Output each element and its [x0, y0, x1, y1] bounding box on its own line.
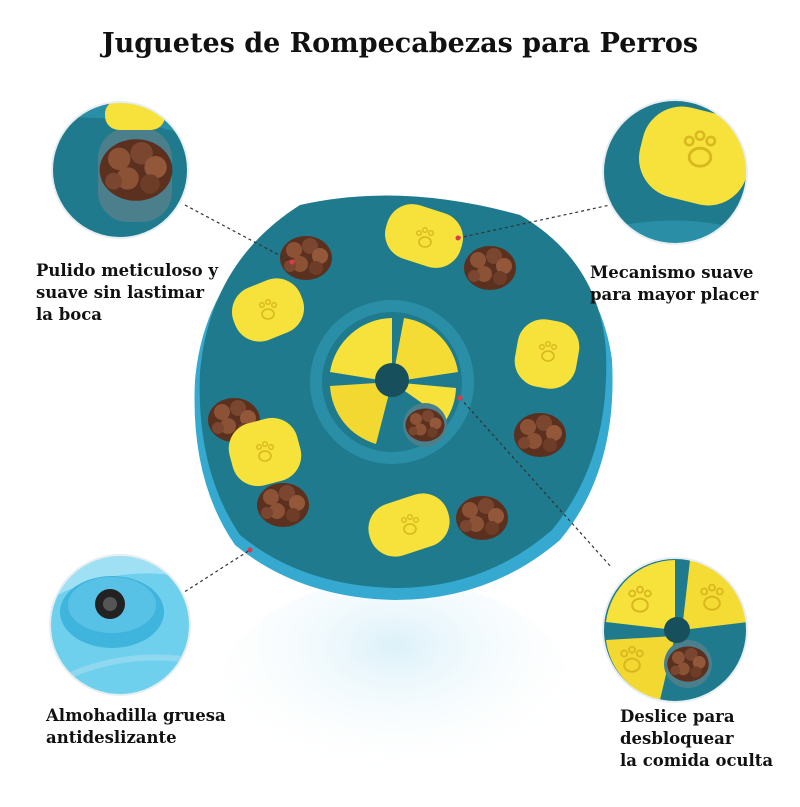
detail-circle-mechanism [602, 99, 748, 245]
leader-dot [289, 259, 295, 265]
puzzle-toy [194, 195, 613, 601]
slider-lid [514, 319, 580, 389]
callout-line: Pulido meticuloso y [36, 261, 219, 280]
slider-lid [368, 493, 450, 557]
callout-line: la comida oculta [620, 751, 774, 770]
slider-lid [228, 417, 302, 487]
center-slider-piece [392, 318, 458, 382]
callout-line: Mecanismo suave [590, 263, 754, 282]
detail-circle-pad [49, 554, 191, 696]
detail-circle-polish [51, 101, 189, 239]
food-compartment [456, 496, 508, 540]
callout-polish: Pulido meticuloso y suave sin lastimar l… [36, 260, 218, 326]
callout-line: Almohadilla gruesa [46, 706, 226, 725]
callout-slide: Deslice para desbloquear la comida ocult… [620, 706, 773, 772]
callout-line: Deslice para [620, 707, 735, 726]
leader-dot [457, 395, 463, 401]
callout-pad: Almohadilla gruesa antideslizante [46, 705, 226, 749]
callout-mechanism: Mecanismo suave para mayor placer [590, 262, 758, 306]
callout-line: para mayor placer [590, 285, 759, 304]
food-compartment [514, 413, 566, 457]
slider-lid [385, 204, 463, 268]
food-compartment [280, 236, 332, 280]
center-slider-piece [330, 318, 392, 382]
callout-leaders [174, 204, 613, 599]
callout-line: suave sin lastimar [36, 283, 205, 302]
center-slider-piece [330, 382, 392, 444]
leader-dot [455, 235, 461, 241]
food-compartment [464, 246, 516, 290]
food-compartment [257, 483, 309, 527]
leader-dot [247, 547, 253, 553]
slider-lid [231, 278, 305, 342]
detail-circle-slide [602, 557, 748, 703]
callout-line: antideslizante [46, 728, 177, 747]
callout-line: la boca [36, 305, 102, 324]
center-knob [375, 363, 409, 397]
page-title: Juguetes de Rompecabezas para Perros [101, 28, 699, 59]
callout-line: desbloquear [620, 729, 734, 748]
toy-reflection [220, 580, 570, 800]
